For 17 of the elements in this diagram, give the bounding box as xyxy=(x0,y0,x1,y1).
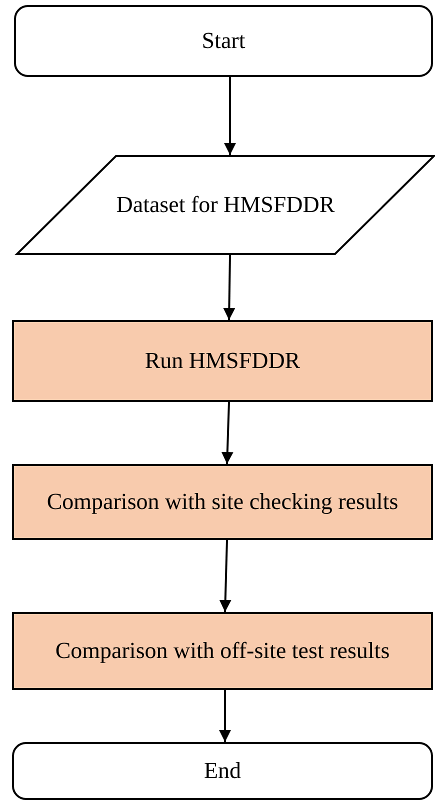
start-terminal xyxy=(14,5,433,77)
node-label: Comparison with site checking results xyxy=(46,488,398,516)
process-box xyxy=(12,464,433,540)
node-label: Run HMSFDDR xyxy=(144,347,300,376)
arrow xyxy=(219,690,231,742)
arrow xyxy=(223,254,236,320)
node-label: End xyxy=(204,757,242,786)
node-label: Comparison with off-site test results xyxy=(55,637,390,666)
arrow xyxy=(221,402,234,464)
end-terminal xyxy=(12,742,433,800)
arrow xyxy=(224,77,236,155)
process-box xyxy=(12,612,433,690)
process-box xyxy=(12,320,433,402)
node-label: Dataset for HMSFDDR xyxy=(116,191,335,220)
arrow xyxy=(219,540,232,612)
node-label: Start xyxy=(202,27,246,56)
data-parallelogram xyxy=(16,155,435,255)
